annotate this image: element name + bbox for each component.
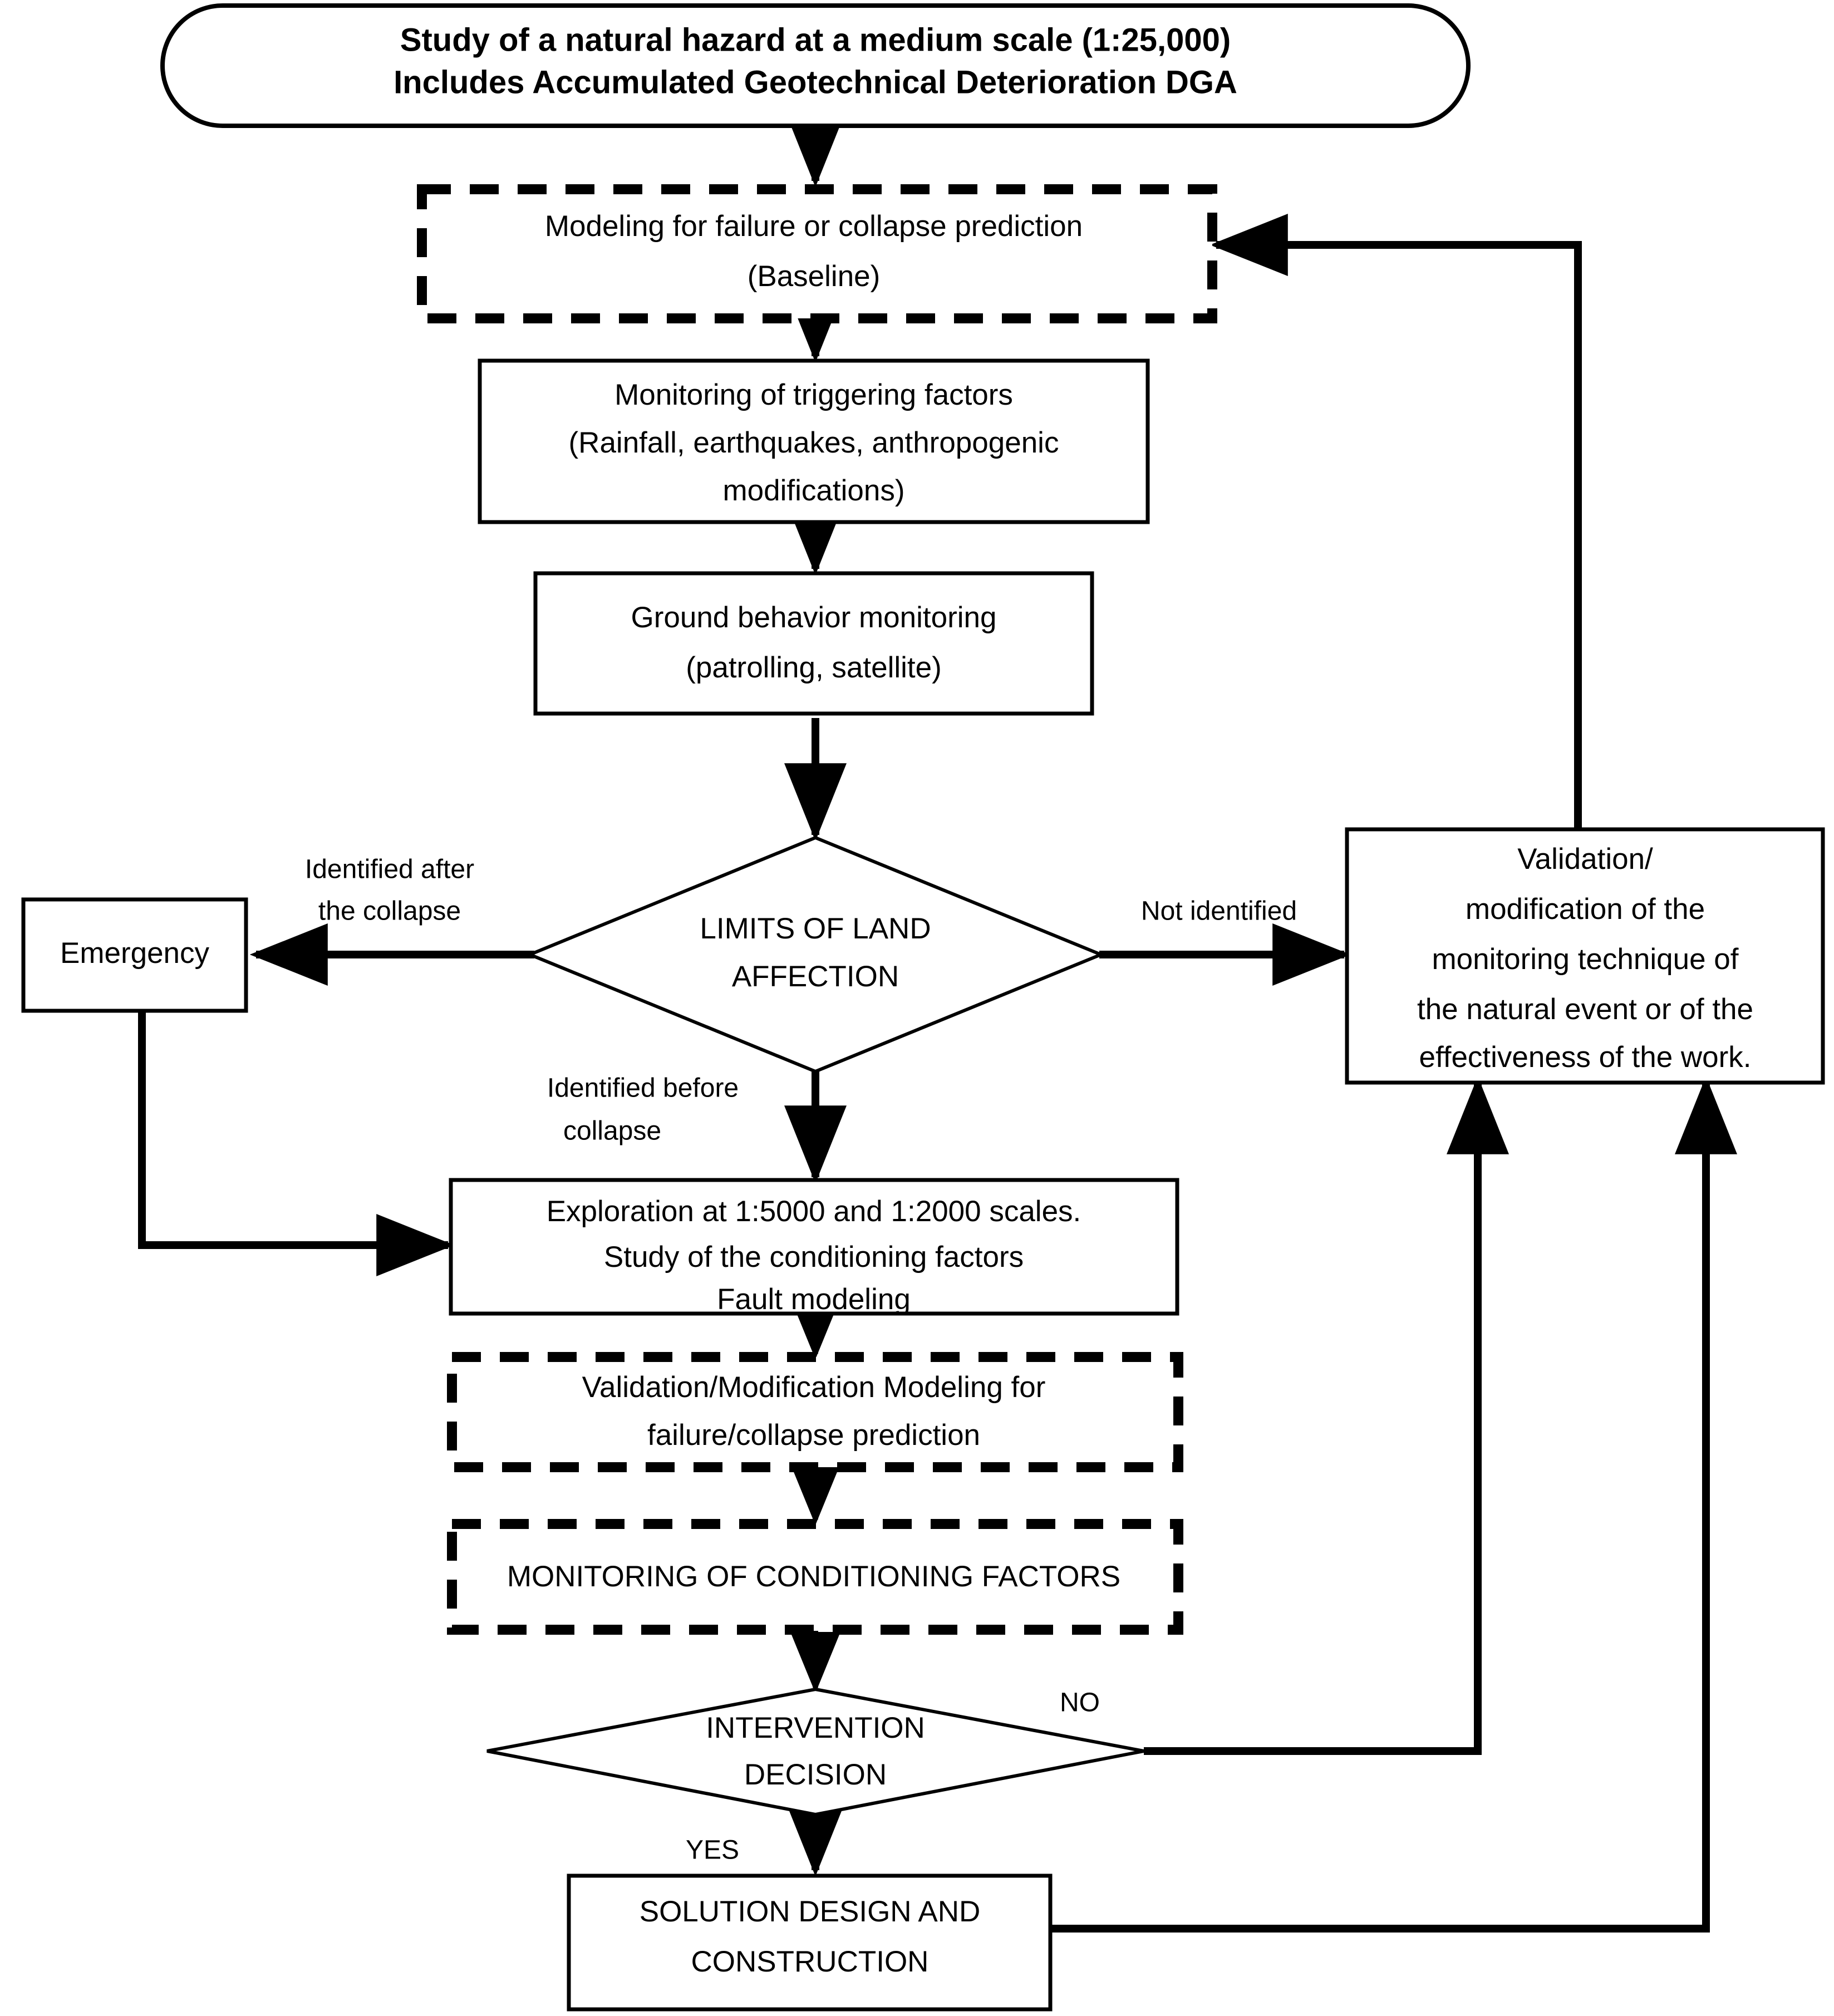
limits-decision-line2: AFFECTION [732, 960, 899, 993]
edge-validation-to-modeling-feedback [1209, 214, 1582, 916]
exploration-line3: Fault modeling [717, 1283, 911, 1316]
node-solution-design[interactable]: SOLUTION DESIGN AND CONSTRUCTION [567, 1874, 1053, 2012]
intervention-decision-line2: DECISION [744, 1758, 887, 1791]
edge-label-identified-before-line2: collapse [563, 1117, 661, 1146]
edge-emergency-to-exploration [138, 1010, 455, 1276]
ground-behavior-line1: Ground behavior monitoring [631, 601, 997, 634]
node-ground-behavior[interactable]: Ground behavior monitoring (patrolling, … [533, 571, 1094, 716]
validation-modification-line3: monitoring technique of [1432, 943, 1739, 976]
validation-modification-line2: modification of the [1466, 893, 1705, 926]
start-ellipse-shape [160, 3, 1471, 128]
node-validation-modeling[interactable]: Validation/Modification Modeling for fai… [447, 1352, 1183, 1472]
validation-modeling-line2: failure/collapse prediction [647, 1419, 980, 1452]
start-label-line1: Study of a natural hazard at a medium sc… [400, 22, 1231, 58]
monitoring-triggering-shape [478, 358, 1150, 524]
node-limits-decision[interactable]: LIMITS OF LAND AFFECTION [525, 835, 1105, 1074]
limits-decision-shape [525, 835, 1105, 1074]
validation-modification-line1: Validation/ [1517, 843, 1653, 876]
intervention-decision-shape [486, 1687, 1144, 1817]
exploration-line2: Study of the conditioning factors [604, 1241, 1024, 1273]
edge-label-yes: YES [686, 1836, 739, 1865]
monitoring-conditioning-shape [447, 1519, 1183, 1635]
edge-intervention-no-to-validation [1144, 1076, 1509, 1755]
solution-design-shape [567, 1874, 1053, 2012]
intervention-decision-line1: INTERVENTION [706, 1712, 925, 1744]
modeling-baseline-line1: Modeling for failure or collapse predict… [545, 210, 1083, 243]
exploration-shape [449, 1178, 1179, 1316]
emergency-shape [21, 897, 248, 1013]
modeling-baseline-shape [417, 184, 1217, 323]
solution-design-line2: CONSTRUCTION [691, 1945, 929, 1978]
monitoring-triggering-line2: (Rainfall, earthquakes, anthropogenic [569, 426, 1059, 459]
start-label-line2: Includes Accumulated Geotechnical Deteri… [394, 64, 1237, 100]
emergency-label: Emergency [60, 937, 210, 970]
ground-behavior-line2: (patrolling, satellite) [686, 651, 942, 684]
validation-modification-line5: effectiveness of the work. [1419, 1041, 1751, 1074]
edge-label-identified-after-line1: Identified after [305, 855, 474, 884]
validation-modeling-shape [447, 1352, 1183, 1472]
node-monitoring-conditioning[interactable]: MONITORING OF CONDITIONING FACTORS [447, 1519, 1183, 1635]
monitoring-triggering-line1: Monitoring of triggering factors [614, 378, 1013, 411]
node-monitoring-triggering[interactable]: Monitoring of triggering factors (Rainfa… [478, 358, 1150, 524]
edge-solution-to-validation [1052, 1076, 1737, 1933]
modeling-baseline-line2: (Baseline) [748, 260, 881, 293]
edge-label-identified-before-line1: Identified before [547, 1074, 739, 1103]
monitoring-triggering-line3: modifications) [723, 474, 905, 507]
edge-label-no: NO [1060, 1688, 1100, 1718]
validation-modeling-line1: Validation/Modification Modeling for [582, 1371, 1046, 1404]
validation-modification-line4: the natural event or of the [1417, 993, 1753, 1026]
exploration-line1: Exploration at 1:5000 and 1:2000 scales. [547, 1195, 1081, 1228]
node-emergency[interactable]: Emergency [21, 897, 248, 1013]
node-intervention-decision[interactable]: INTERVENTION DECISION [486, 1687, 1144, 1817]
solution-design-line1: SOLUTION DESIGN AND [640, 1895, 981, 1928]
node-start[interactable]: Study of a natural hazard at a medium sc… [160, 3, 1471, 128]
ground-behavior-shape [533, 571, 1094, 716]
limits-decision-line1: LIMITS OF LAND [700, 912, 931, 945]
validation-modification-shape [1345, 827, 1825, 1085]
node-modeling-baseline[interactable]: Modeling for failure or collapse predict… [417, 184, 1217, 323]
edge-label-not-identified: Not identified [1141, 897, 1297, 926]
edge-label-identified-after-line2: the collapse [318, 897, 461, 926]
monitoring-conditioning-line1: MONITORING OF CONDITIONING FACTORS [507, 1560, 1120, 1593]
node-validation-modification[interactable]: Validation/ modification of the monitori… [1345, 827, 1825, 1085]
node-exploration[interactable]: Exploration at 1:5000 and 1:2000 scales.… [449, 1178, 1179, 1316]
